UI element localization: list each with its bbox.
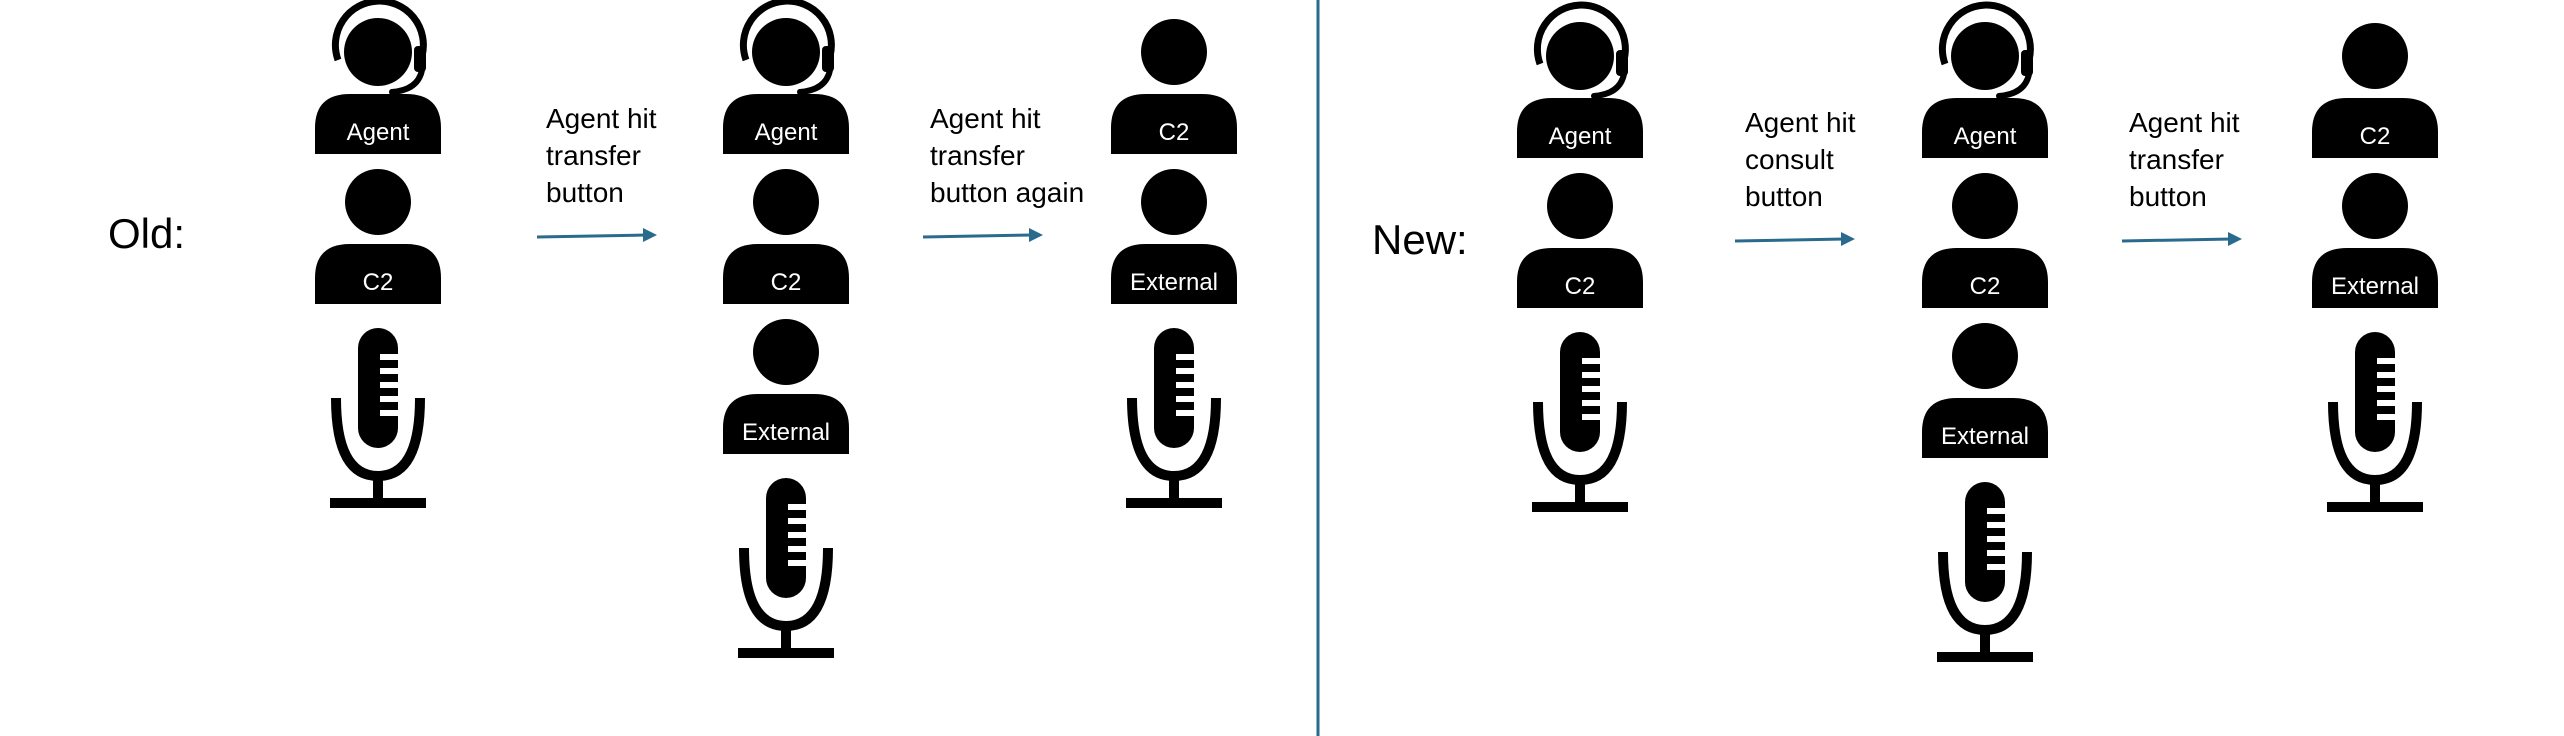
participant-external: External — [723, 319, 849, 454]
participant-agent: Agent — [315, 0, 441, 154]
microphone-icon — [738, 478, 834, 658]
participant-agent: Agent — [1922, 1, 2048, 158]
microphone-icon — [2327, 332, 2423, 512]
microphone-icon — [1126, 328, 1222, 508]
participant-c2: C2 — [723, 169, 849, 304]
participant-label: External — [2331, 273, 2419, 300]
participant-external: External — [2312, 173, 2438, 308]
participant-label: C2 — [363, 269, 394, 296]
arrow-right-icon — [922, 228, 1043, 242]
participant-agent: Agent — [723, 0, 849, 154]
participant-c2: C2 — [1517, 173, 1643, 308]
person-icon — [723, 169, 849, 304]
arrow-right-icon — [536, 228, 657, 242]
headset-person-icon — [315, 0, 441, 154]
participant-c2: C2 — [1111, 19, 1237, 154]
participant-label: Agent — [1954, 123, 2017, 150]
person-icon — [1922, 173, 2048, 308]
microphone-icon — [1532, 332, 1628, 512]
participant-c2: C2 — [315, 169, 441, 304]
microphone-icon — [1937, 482, 2033, 662]
participant-label: Agent — [1549, 123, 1612, 150]
participant-agent: Agent — [1517, 1, 1643, 158]
participant-label: C2 — [1970, 273, 2001, 300]
participant-label: External — [1130, 269, 1218, 296]
person-icon — [2312, 23, 2438, 158]
microphone-icon — [330, 328, 426, 508]
participant-label: C2 — [1159, 119, 1190, 146]
participant-external: External — [1922, 323, 2048, 458]
person-icon — [1517, 173, 1643, 308]
person-icon — [2312, 173, 2438, 308]
arrow-right-icon — [1734, 232, 1855, 246]
person-icon — [1111, 169, 1237, 304]
participant-external: External — [1111, 169, 1237, 304]
participant-c2: C2 — [1922, 173, 2048, 308]
participant-c2: C2 — [2312, 23, 2438, 158]
participant-label: External — [1941, 423, 2029, 450]
person-icon — [723, 319, 849, 454]
person-icon — [1922, 323, 2048, 458]
headset-person-icon — [1922, 1, 2048, 158]
section-label: New: — [1372, 216, 1468, 263]
participant-label: C2 — [1565, 273, 1596, 300]
section-label: Old: — [108, 210, 185, 257]
person-icon — [1111, 19, 1237, 154]
person-icon — [315, 169, 441, 304]
participant-label: Agent — [347, 119, 410, 146]
arrow-right-icon — [2121, 232, 2242, 246]
participant-label: External — [742, 419, 830, 446]
participant-label: Agent — [755, 119, 818, 146]
headset-person-icon — [723, 0, 849, 154]
participant-label: C2 — [771, 269, 802, 296]
participant-label: C2 — [2360, 123, 2391, 150]
headset-person-icon — [1517, 1, 1643, 158]
